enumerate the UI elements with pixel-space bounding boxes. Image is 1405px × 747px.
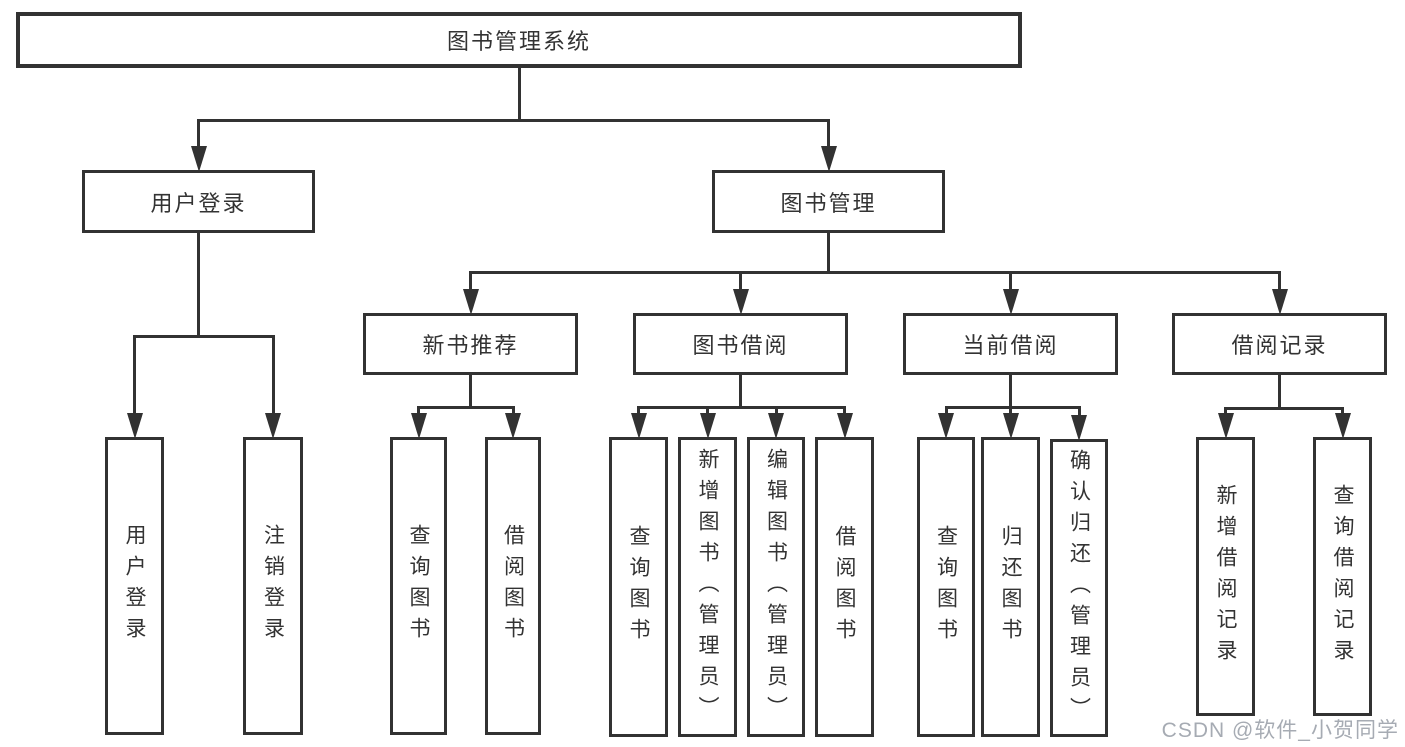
connector-line (469, 272, 472, 295)
arrow-down-icon (1071, 415, 1087, 441)
connector-line (133, 336, 136, 419)
connector-line (469, 374, 472, 407)
connector-line (197, 118, 830, 122)
connector-line (944, 405, 1081, 409)
node-label: 用户登录 (123, 524, 146, 648)
arrow-down-icon (410, 413, 427, 439)
connector-line (827, 232, 830, 272)
arrow-down-icon (1002, 413, 1019, 439)
node-label: 图书管理 (780, 190, 877, 216)
node-current-borrow: 当前借阅 (903, 313, 1118, 375)
node-rec-query-book: 查询图书 (390, 437, 447, 735)
connector-line (1278, 374, 1281, 408)
node-label: 当前借阅 (962, 333, 1059, 358)
node-bb-query-book: 查询图书 (609, 437, 668, 737)
connector-line (637, 405, 846, 409)
connector-line (1224, 406, 1344, 410)
arrow-down-icon (1334, 413, 1351, 439)
connector-line (133, 334, 275, 338)
arrow-down-icon (836, 413, 853, 439)
connector-line (1278, 272, 1281, 295)
node-leaf-user-login: 用户登录 (105, 437, 164, 735)
arrow-down-icon (190, 146, 207, 172)
node-leaf-logout: 注销登录 (243, 437, 303, 735)
connector-line (739, 374, 742, 407)
node-cb-query-book: 查询图书 (917, 437, 975, 737)
node-label: 新增借阅记录 (1214, 483, 1237, 670)
node-label: 查询借阅记录 (1331, 483, 1354, 670)
arrow-down-icon (630, 413, 647, 439)
connector-line (1009, 272, 1012, 295)
arrow-down-icon (505, 413, 521, 439)
node-br-add-record: 新增借阅记录 (1196, 437, 1255, 716)
arrow-down-icon (732, 289, 749, 315)
node-br-query-record: 查询借阅记录 (1313, 437, 1372, 716)
node-label: 查询图书 (627, 525, 650, 649)
node-label: 查询图书 (407, 524, 430, 648)
node-user-login: 用户登录 (82, 170, 315, 233)
node-label: 归还图书 (999, 525, 1022, 649)
arrow-down-icon (1217, 413, 1234, 439)
arrow-down-icon (820, 146, 837, 172)
arrow-down-icon (462, 289, 479, 315)
connector-line (417, 405, 515, 409)
node-label: 借阅图书 (833, 525, 856, 649)
connector-line (827, 120, 830, 152)
node-cb-confirm-return: 确认归还（管理员） (1050, 439, 1108, 737)
node-book-borrow: 图书借阅 (633, 313, 848, 375)
node-cb-return-book: 归还图书 (981, 437, 1040, 737)
node-label: 查询图书 (934, 525, 958, 649)
node-rec-borrow-book: 借阅图书 (485, 437, 541, 735)
node-label: 注销登录 (261, 524, 285, 648)
connector-line (1077, 407, 1081, 421)
connector-line (739, 272, 742, 295)
node-bb-edit-book: 编辑图书（管理员） (747, 437, 805, 737)
node-label: 借阅记录 (1231, 333, 1328, 358)
node-bb-borrow-book: 借阅图书 (815, 437, 874, 737)
arrow-down-icon (699, 413, 716, 439)
node-label: 编辑图书（管理员） (764, 447, 788, 727)
connector-line (197, 120, 200, 152)
node-label: 借阅图书 (501, 524, 525, 648)
connector-line (1009, 374, 1012, 407)
node-label: 图书借阅 (692, 333, 789, 358)
arrow-down-icon (768, 413, 784, 439)
node-new-book-rec: 新书推荐 (363, 313, 578, 375)
node-book-mgmt: 图书管理 (712, 170, 945, 233)
arrow-down-icon (1002, 289, 1019, 315)
node-label: 新书推荐 (422, 333, 519, 358)
connector-line (517, 67, 521, 120)
connector-line (271, 336, 275, 419)
watermark: CSDN @软件_小贺同学 (1161, 719, 1399, 742)
connector-line (197, 232, 200, 336)
arrow-down-icon (126, 413, 143, 439)
node-borrow-record: 借阅记录 (1172, 313, 1387, 375)
node-label: 用户登录 (150, 190, 247, 216)
arrow-down-icon (1271, 289, 1288, 315)
node-label: 确认归还（管理员） (1067, 448, 1091, 728)
arrow-down-icon (938, 413, 954, 439)
connector-line (469, 270, 1281, 274)
node-label: 新增图书（管理员） (696, 447, 719, 727)
arrow-down-icon (265, 413, 281, 439)
node-label: 图书管理系统 (446, 29, 591, 54)
node-root: 图书管理系统 (16, 12, 1022, 68)
node-bb-add-book: 新增图书（管理员） (678, 437, 737, 737)
